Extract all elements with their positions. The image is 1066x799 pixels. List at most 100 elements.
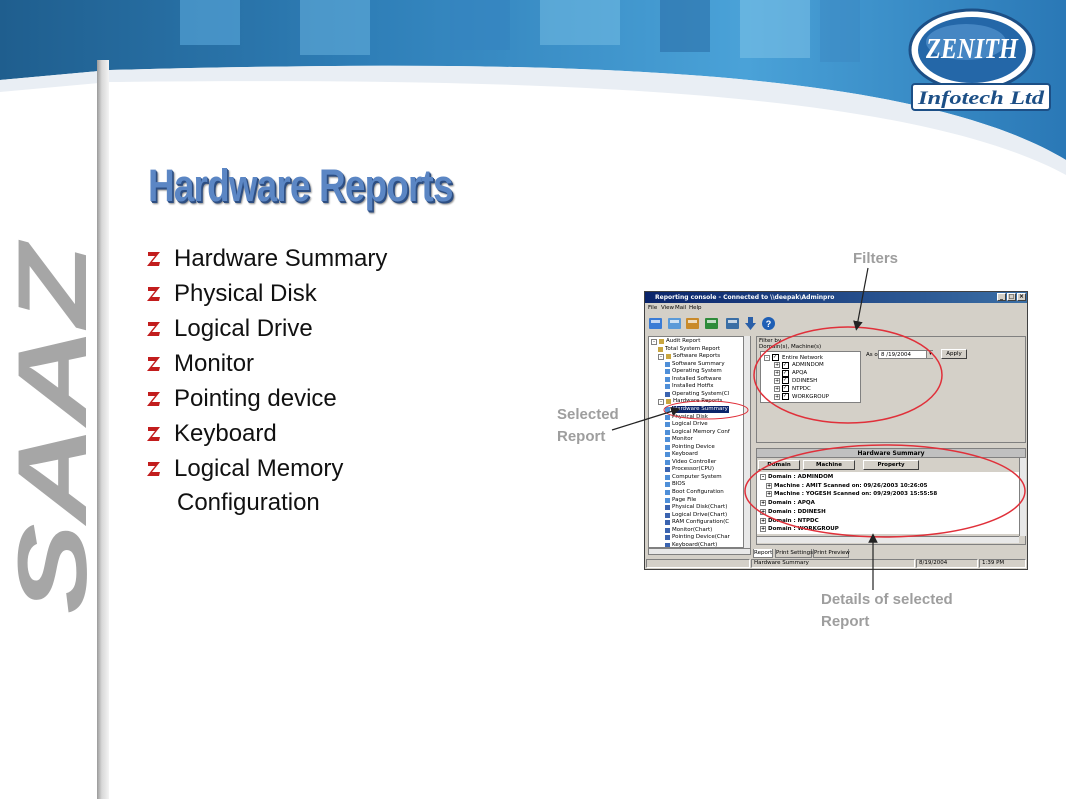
- download-icon[interactable]: [743, 316, 758, 331]
- tree-item[interactable]: Installed Software: [665, 376, 721, 383]
- filter-checkbox[interactable]: ✓: [782, 361, 789, 369]
- tree-item[interactable]: -Software Reports: [658, 353, 720, 360]
- print-icon[interactable]: [725, 316, 740, 331]
- filter-expander-icon[interactable]: +: [774, 362, 780, 369]
- filter-item[interactable]: +✓NTPDC: [774, 385, 811, 393]
- filter-checkbox[interactable]: ✓: [772, 354, 779, 361]
- tab-print-preview[interactable]: Print Preview: [813, 549, 850, 558]
- filter-expander-icon[interactable]: -: [764, 354, 770, 361]
- chevron-down-icon[interactable]: ▾: [926, 351, 934, 358]
- tree-item[interactable]: Keyboard: [665, 451, 698, 458]
- tree-item[interactable]: Monitor: [665, 436, 693, 443]
- filter-item[interactable]: +✓ADMINDOM: [774, 361, 824, 369]
- tree-horizontal-scrollbar[interactable]: [648, 548, 751, 555]
- summary-row[interactable]: -Domain : ADMINDOM: [760, 474, 833, 480]
- filter-checkbox[interactable]: ✓: [782, 377, 789, 385]
- tree-item[interactable]: Logical Drive(Chart): [665, 512, 727, 519]
- tree-item[interactable]: Total System Report: [658, 346, 720, 353]
- tree-item[interactable]: Page File: [665, 497, 696, 504]
- tree-item[interactable]: Pointing Device: [665, 444, 715, 451]
- close-button[interactable]: ×: [1017, 293, 1026, 301]
- tree-item[interactable]: -Audit Report: [651, 338, 700, 345]
- summary-row-text: Domain : ADMINDOM: [768, 474, 834, 480]
- summary-vertical-scrollbar[interactable]: [1019, 458, 1026, 536]
- window-titlebar[interactable]: Reporting console - Connected to \\deepa…: [645, 292, 1027, 303]
- menu-item-mail[interactable]: Mail: [675, 305, 687, 311]
- tree-item[interactable]: Logical Memory Conf: [665, 429, 730, 436]
- filter-item[interactable]: +✓APQA: [774, 369, 807, 377]
- filter-item[interactable]: -✓Entire Network: [764, 354, 823, 361]
- filter-expander-icon[interactable]: +: [774, 393, 780, 400]
- export-icon[interactable]: [685, 316, 700, 331]
- column-property[interactable]: Property: [863, 460, 919, 470]
- summary-row[interactable]: +Domain : NTPDC: [760, 517, 819, 524]
- tab-print-settings[interactable]: Print Settings: [775, 549, 813, 558]
- summary-row[interactable]: +Domain : WORKGROUP: [760, 526, 839, 533]
- tree-item[interactable]: Physical Disk: [665, 414, 708, 421]
- tree-item[interactable]: Pointing Device(Char: [665, 534, 730, 541]
- tree-item[interactable]: Hardware Summary: [665, 405, 729, 413]
- tree-item[interactable]: Video Controller: [665, 459, 716, 466]
- menu-item-help[interactable]: Help: [689, 305, 702, 311]
- excel-icon[interactable]: [704, 316, 719, 331]
- tree-item[interactable]: Computer System: [665, 474, 722, 481]
- tree-item[interactable]: BIOS: [665, 481, 685, 488]
- filter-checkbox[interactable]: ✓: [782, 385, 789, 393]
- column-domain[interactable]: Domain: [758, 460, 800, 470]
- summary-row[interactable]: +Machine : YOGESH Scanned on: 09/29/2003…: [766, 491, 937, 498]
- help-icon[interactable]: ?: [761, 316, 776, 331]
- filter-expander-icon[interactable]: +: [774, 385, 780, 392]
- summary-row[interactable]: +Domain : APQA: [760, 500, 815, 507]
- tree-item[interactable]: Boot Configuration: [665, 489, 724, 496]
- tree-item-label: Page File: [672, 496, 697, 503]
- tree-item[interactable]: Physical Disk(Chart): [665, 504, 727, 511]
- summary-expander-icon[interactable]: +: [766, 491, 772, 498]
- tree-item[interactable]: Logical Drive: [665, 421, 708, 428]
- summary-expander-icon[interactable]: +: [760, 526, 766, 533]
- apply-button[interactable]: Apply: [941, 349, 967, 359]
- filter-checkbox[interactable]: ✓: [782, 393, 789, 400]
- tree-item[interactable]: Operating System(Cl: [665, 391, 729, 398]
- tree-expander-icon[interactable]: -: [658, 353, 664, 360]
- summary-expander-icon[interactable]: +: [760, 508, 766, 515]
- filter-item[interactable]: +✓DDINESH: [774, 377, 817, 385]
- summary-row[interactable]: +Domain : DDINESH: [760, 508, 826, 515]
- tree-item[interactable]: Installed Hotfix: [665, 383, 714, 390]
- tree-item[interactable]: Software Summary: [665, 361, 725, 368]
- tree-item[interactable]: Operating System: [665, 368, 722, 375]
- minimize-button[interactable]: _: [997, 293, 1006, 301]
- tab-report[interactable]: Report: [753, 549, 773, 558]
- summary-expander-icon[interactable]: +: [760, 517, 766, 524]
- filter-checkbox[interactable]: ✓: [782, 369, 789, 377]
- tree-item[interactable]: RAM Configuration(C: [665, 519, 729, 526]
- tree-expander-icon[interactable]: -: [658, 398, 664, 405]
- save-icon[interactable]: [667, 316, 682, 331]
- filter-expander-icon[interactable]: +: [774, 370, 780, 377]
- summary-row-text: Domain : DDINESH: [768, 508, 826, 515]
- tree-item[interactable]: Keyboard(Chart): [665, 542, 717, 547]
- report-icon: [665, 452, 670, 458]
- open-icon[interactable]: [648, 316, 663, 331]
- summary-expander-icon[interactable]: +: [760, 500, 766, 507]
- tree-item[interactable]: Monitor(Chart): [665, 527, 712, 534]
- tree-vertical-scrollbar[interactable]: [743, 336, 750, 548]
- as-on-date-picker[interactable]: 8 /19/2004: [878, 350, 933, 359]
- summary-row[interactable]: +Machine : AMIT Scanned on: 09/26/2003 1…: [766, 482, 927, 489]
- summary-expander-icon[interactable]: -: [760, 474, 766, 480]
- summary-expander-icon[interactable]: +: [766, 482, 772, 489]
- tree-item[interactable]: Processor(CPU): [665, 466, 714, 473]
- filter-expander-icon[interactable]: +: [774, 377, 780, 384]
- filter-domain-list[interactable]: -✓Entire Network+✓ADMINDOM+✓APQA+✓DDINES…: [760, 351, 861, 403]
- report-icon: [665, 369, 670, 375]
- folder-icon: [658, 346, 663, 352]
- tree-item[interactable]: -Hardware Reports: [658, 398, 722, 405]
- column-machine[interactable]: Machine: [803, 460, 855, 470]
- hardware-summary-list[interactable]: -Domain : ADMINDOM +Machine : AMIT Scanne…: [757, 472, 1019, 534]
- menu-item-view[interactable]: View: [661, 305, 675, 311]
- menu-item-file[interactable]: File: [648, 305, 658, 311]
- filter-item[interactable]: +✓WORKGROUP: [774, 393, 829, 400]
- summary-horizontal-scrollbar[interactable]: [757, 536, 1019, 543]
- maximize-button[interactable]: □: [1007, 293, 1016, 301]
- tree-expander-icon[interactable]: -: [651, 338, 657, 345]
